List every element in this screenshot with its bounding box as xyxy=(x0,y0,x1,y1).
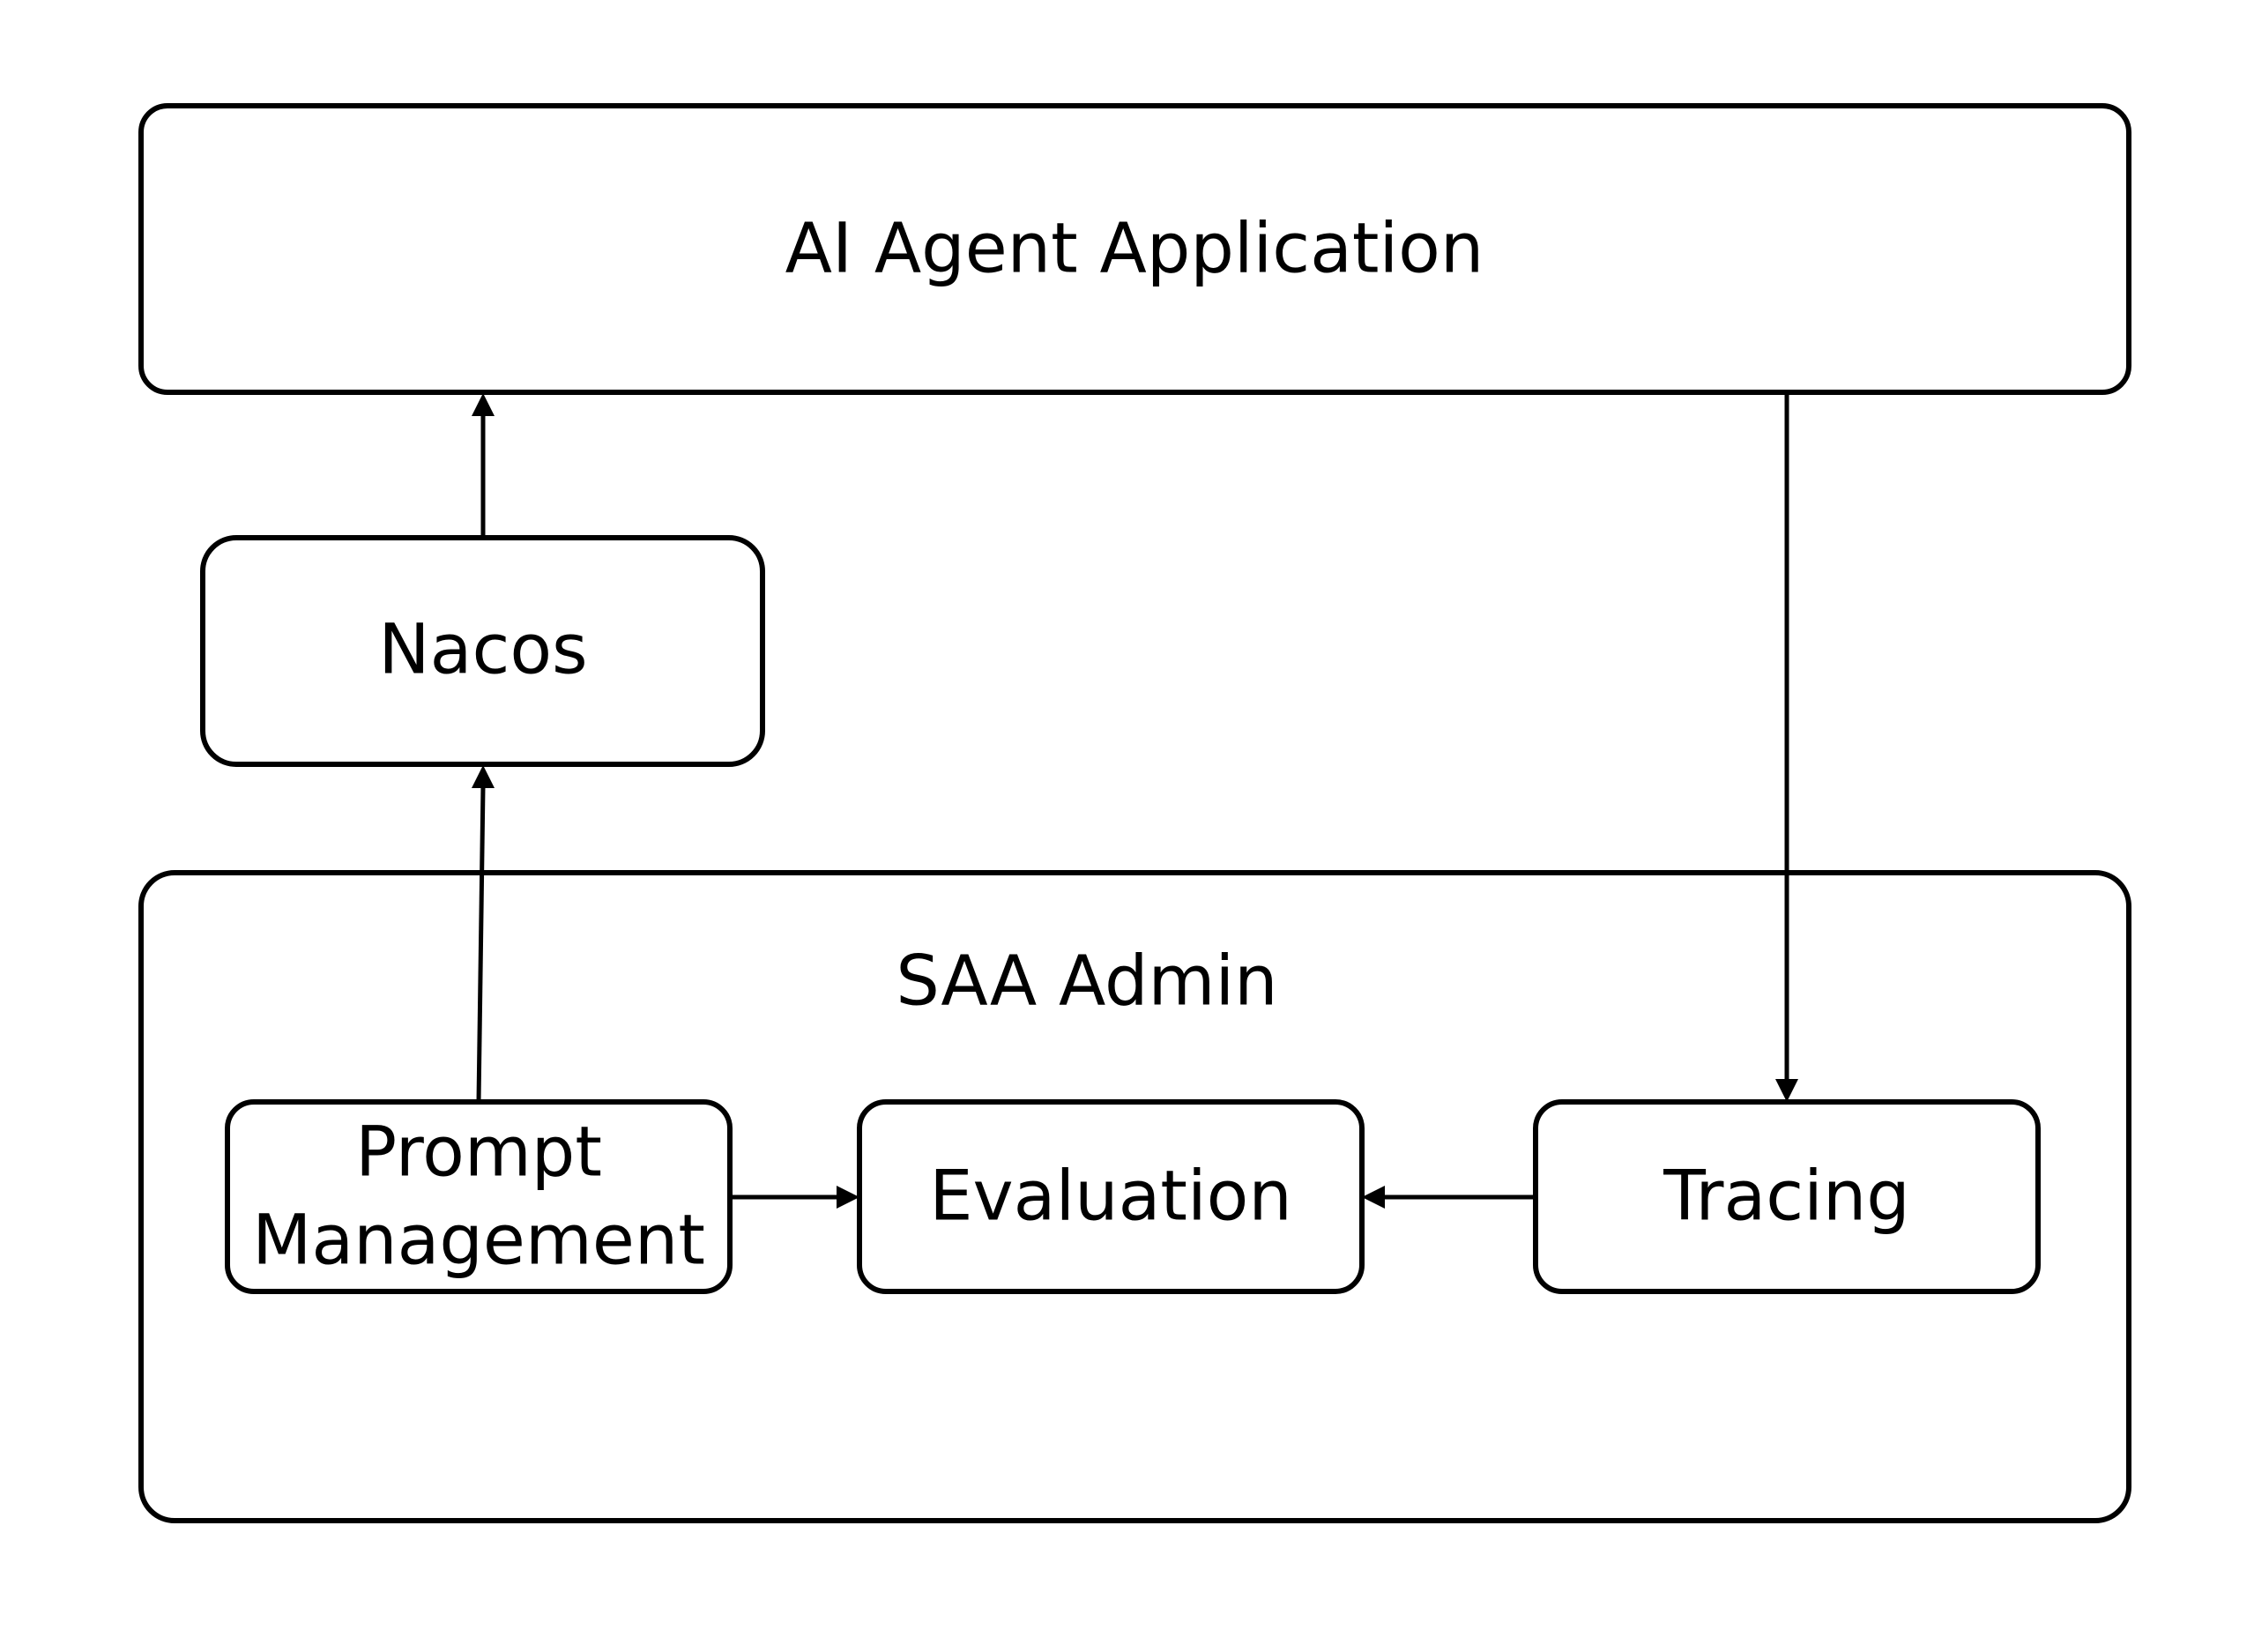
prompt-management-label-line1: Prompt xyxy=(355,1112,602,1192)
prompt-management-label-line2: Management xyxy=(252,1201,705,1280)
edge-prompt-to-nacos xyxy=(476,785,486,1103)
nacos-label: Nacos xyxy=(378,610,587,689)
arrowhead-prompt-to-evaluation xyxy=(837,1186,859,1209)
ai-agent-application-box xyxy=(138,103,2131,395)
arrowhead-nacos-to-ai-agent xyxy=(472,393,495,416)
arrowhead-ai-agent-to-tracing xyxy=(1775,1079,1798,1102)
saa-admin-container xyxy=(138,870,2131,1523)
arrowhead-tracing-to-evaluation xyxy=(1362,1186,1385,1209)
tracing-label: Tracing xyxy=(1663,1157,1910,1236)
saa-admin-label: SAA Admin xyxy=(896,941,1277,1021)
evaluation-label: Evaluation xyxy=(929,1157,1292,1236)
arrowhead-prompt-to-nacos xyxy=(472,765,495,788)
ai-agent-application-label: AI Agent Application xyxy=(785,209,1484,288)
evaluation-box xyxy=(857,1099,1365,1294)
